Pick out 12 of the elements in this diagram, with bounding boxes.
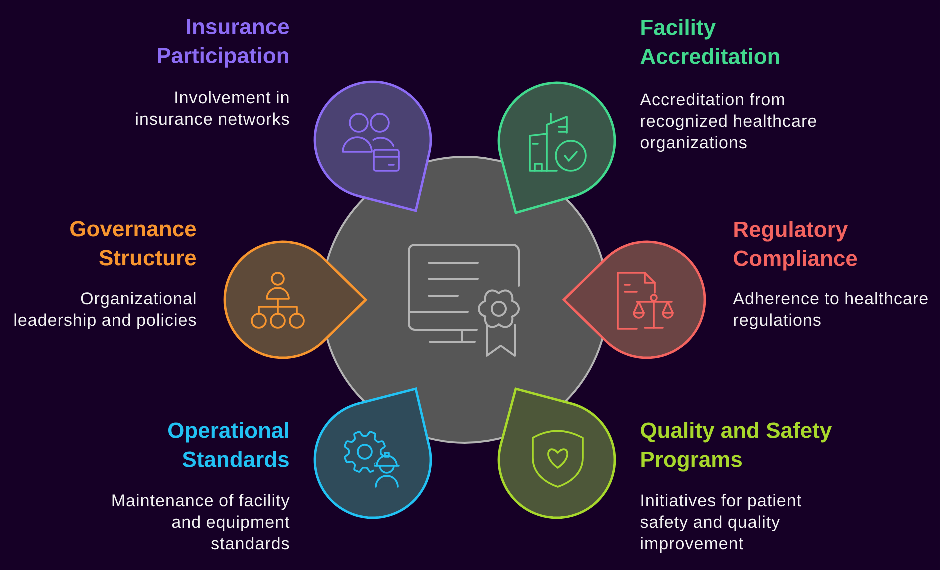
heading: Regulatory Compliance — [734, 221, 858, 271]
description: Involvement in insurance networks — [136, 91, 290, 126]
heading: Quality and Safety Programs — [641, 422, 832, 472]
description: Organizational leadership and policies — [14, 292, 196, 330]
heading: Insurance Participation — [158, 19, 290, 68]
heading: Operational Standards — [168, 422, 289, 468]
description: Initiatives for patient safety and quality improvement — [640, 494, 802, 554]
description: Maintenance of facility and equipment standards — [112, 494, 290, 550]
description: Adherence to healthcare regulations — [733, 292, 928, 330]
heading: Facility Accreditation — [640, 19, 780, 64]
description: Accreditation from recognized healthcare organizations — [640, 93, 816, 152]
heading: Governance Structure — [70, 221, 196, 266]
